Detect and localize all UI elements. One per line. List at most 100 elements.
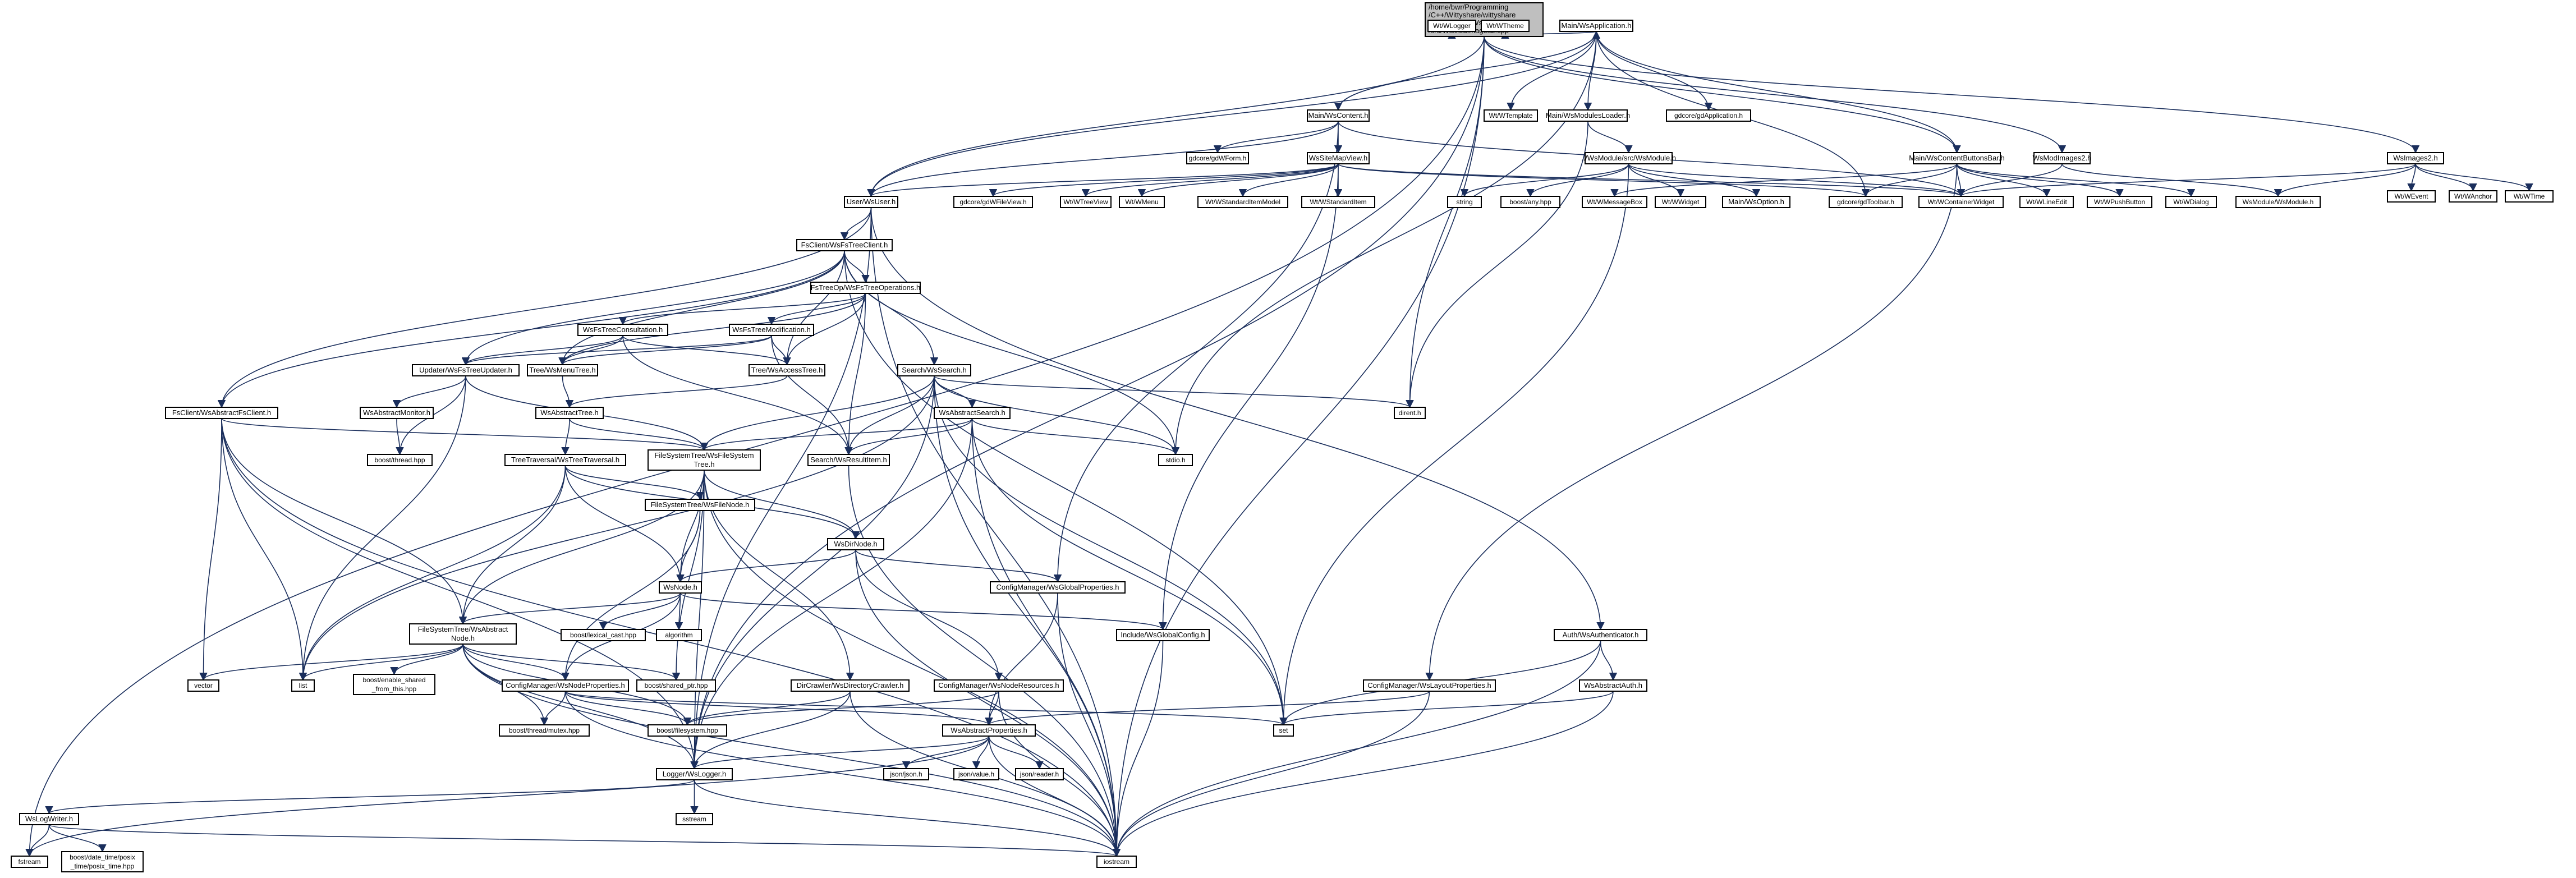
node-treeconsult[interactable]: WsFsTreeConsultation.h	[577, 324, 668, 336]
node-box-wmsgbox	[1582, 196, 1647, 208]
edge-absclient-to-fstree	[221, 418, 708, 451]
node-box-layoutprops	[1363, 679, 1496, 692]
edge-wsapp-to-wtemplate	[1507, 31, 1597, 111]
node-search[interactable]: Search/WsSearch.h	[897, 364, 971, 376]
node-contbtnbar[interactable]: Main/WsContentButtonsBar.h	[1909, 152, 2005, 164]
node-label-wsnode-0: WsNode.h	[663, 583, 697, 591]
edge-sitemapview-to-user	[867, 163, 1339, 197]
node-absauth[interactable]: WsAbstractAuth.h	[1579, 679, 1647, 692]
node-label-search-0: Search/WsSearch.h	[902, 366, 967, 374]
edge-root-to-fstream	[25, 36, 1485, 857]
node-wtreeview: Wt/WTreeView	[1060, 196, 1112, 208]
node-box-wtheme	[1481, 20, 1530, 32]
node-wsoption[interactable]: Main/WsOption.h	[1722, 196, 1790, 208]
node-logger[interactable]: Logger/WsLogger.h	[656, 768, 733, 780]
node-updater[interactable]: Updater/WsFsTreeUpdater.h	[412, 364, 520, 376]
node-accesstree[interactable]: Tree/WsAccessTree.h	[749, 364, 825, 376]
edge-wsmodule-to-wsoption	[1628, 163, 1761, 197]
edge-root-to-user	[867, 36, 1485, 197]
node-authenticator[interactable]: Auth/WsAuthenticator.h	[1554, 629, 1647, 641]
node-label-wsoption-0: Main/WsOption.h	[1728, 197, 1784, 206]
node-wsmodule[interactable]: ../WsModule/src/WsModule.h	[1581, 152, 1676, 164]
node-filenode[interactable]: FileSystemTree/WsFileNode.h	[645, 499, 755, 511]
node-label-searchitem-0: Search/WsResultItem.h	[810, 456, 887, 464]
node-searchitem[interactable]: Search/WsResultItem.h	[807, 454, 890, 466]
node-label-absnode-0: FileSystemTree/WsAbstract	[418, 625, 508, 633]
edge-updater-to-list	[299, 375, 466, 681]
node-jsonvalue: json/value.h	[953, 768, 999, 780]
node-wsapp[interactable]: Main/WsApplication.h	[1559, 20, 1633, 32]
node-box-gdfileview	[953, 196, 1033, 208]
edge-globalprops-to-iostream	[1057, 592, 1121, 857]
node-menutree[interactable]: Tree/WsMenuTree.h	[527, 364, 598, 376]
node-label-gdfileview-0: gdcore/gdWFileView.h	[959, 198, 1026, 206]
node-absprops[interactable]: WsAbstractProperties.h	[942, 724, 1036, 737]
node-abssearch[interactable]: WsAbstractSearch.h	[934, 407, 1011, 419]
node-lexical: boost/lexical_cast.hpp	[561, 629, 646, 641]
node-treeops[interactable]: FsTreeOp/WsFsTreeOperations.h	[810, 282, 921, 294]
node-box-modimages2h	[2033, 152, 2091, 164]
node-box-noderesources	[934, 679, 1064, 692]
edge-logger-to-iostream	[694, 779, 1121, 857]
node-globalprops[interactable]: ConfigManager/WsGlobalProperties.h	[990, 581, 1126, 594]
node-nodeprops[interactable]: ConfigManager/WsNodeProperties.h	[502, 679, 629, 692]
node-wsimages2[interactable]: WsImages2.h	[2387, 152, 2444, 164]
node-box-dircrawler	[791, 679, 910, 692]
node-label-wtime-0: Wt/WTime	[2514, 192, 2545, 200]
node-layoutprops[interactable]: ConfigManager/WsLayoutProperties.h	[1363, 679, 1496, 692]
node-box-fstree	[648, 449, 761, 471]
edge-wsnode-to-lexical	[599, 592, 681, 631]
node-label-wscontent-0: Main/WsContent.h	[1308, 111, 1369, 119]
edge-search-to-dirent	[934, 375, 1414, 408]
edge-absprops-to-jsonvalue	[972, 736, 990, 770]
node-modimages2h[interactable]: WsModImages2.h	[2033, 152, 2092, 164]
node-box-wstditem	[1301, 196, 1375, 208]
edge-abstracttree-to-fstree	[569, 418, 709, 451]
node-logwriter[interactable]: WsLogWriter.h	[19, 813, 79, 825]
node-box-treeops	[810, 282, 921, 294]
node-user[interactable]: User/WsUser.h	[844, 196, 898, 208]
node-modloader[interactable]: Main/WsModulesLoader.h	[1546, 109, 1630, 122]
edge-logger-to-logwriter	[45, 779, 695, 815]
node-label-contbtnbar-0: Main/WsContentButtonsBar.h	[1909, 154, 2005, 162]
node-box-wtemplate	[1484, 109, 1538, 122]
node-label-absnode-1: Node.h	[451, 634, 475, 642]
edge-dircrawler-to-filesystem	[683, 691, 851, 726]
node-abstracttree[interactable]: WsAbstractTree.h	[535, 407, 604, 419]
node-globalconfig[interactable]: Include/WsGlobalConfig.h	[1116, 629, 1210, 641]
node-absclient[interactable]: FsClient/WsAbstractFsClient.h	[165, 407, 278, 419]
node-box-wcontainer	[1918, 196, 2004, 208]
node-label-posixtime-0: boost/date_time/posix	[70, 853, 135, 861]
edge-fstree-to-iostream	[704, 470, 1121, 857]
edge-abssearch-to-searchitem	[844, 418, 973, 456]
node-label-menutree-0: Tree/WsMenuTree.h	[529, 366, 595, 374]
node-box-absprops	[942, 724, 1036, 737]
node-sitemapview[interactable]: WsSiteMapView.h	[1307, 152, 1370, 164]
node-treemodif[interactable]: WsFsTreeModification.h	[729, 324, 814, 336]
node-box-wdialog	[2165, 196, 2217, 208]
node-box-globalconfig	[1116, 629, 1210, 641]
node-dirnode[interactable]: WsDirNode.h	[827, 538, 884, 550]
node-fsclient[interactable]: FsClient/WsFsTreeClient.h	[796, 239, 893, 251]
node-absmonitor[interactable]: WsAbstractMonitor.h	[360, 407, 434, 419]
node-wscontent[interactable]: Main/WsContent.h	[1307, 109, 1370, 122]
edge-dircrawler-to-logger	[690, 691, 851, 770]
node-wsnode[interactable]: WsNode.h	[659, 581, 702, 594]
node-dircrawler[interactable]: DirCrawler/WsDirectoryCrawler.h	[791, 679, 910, 692]
node-dirent: dirent.h	[1394, 407, 1426, 419]
node-label-list-0: list	[299, 682, 307, 689]
node-noderesources[interactable]: ConfigManager/WsNodeResources.h	[934, 679, 1064, 692]
node-label-treeconsult-0: WsFsTreeConsultation.h	[583, 325, 663, 334]
edge-search-to-fstree	[700, 375, 935, 451]
edge-layoutprops-to-absprops	[985, 691, 1430, 726]
node-wtemplate: Wt/WTemplate	[1484, 109, 1538, 122]
node-wanchor: Wt/WAnchor	[2449, 190, 2497, 203]
node-label-wmenu-0: Wt/WMenu	[1125, 198, 1158, 206]
edge-treeops-to-menutree	[558, 293, 866, 366]
node-traversal[interactable]: TreeTraversal/WsTreeTraversal.h	[504, 454, 626, 466]
node-box-filesystem	[648, 724, 727, 737]
edge-contbtnbar-to-wmsgbox	[1610, 163, 1958, 197]
